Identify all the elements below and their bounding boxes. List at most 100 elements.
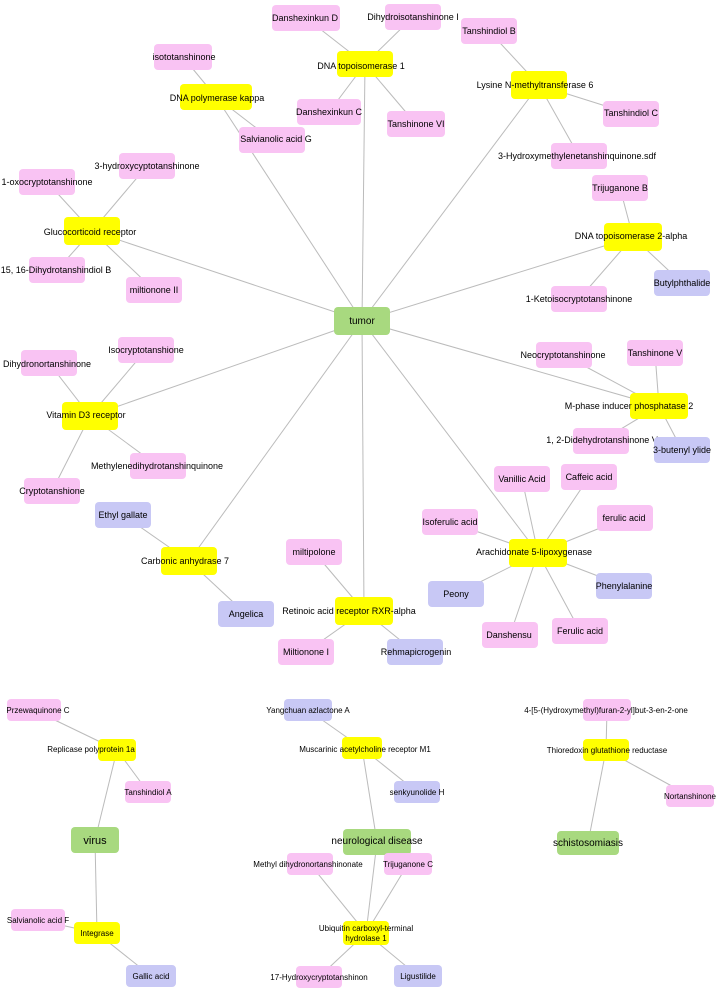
ingredient-box — [278, 639, 334, 665]
node-target-t_gluco[interactable]: Glucocorticoid receptor — [44, 217, 137, 245]
node-ingredient-c_salg[interactable]: Salvianolic acid G — [239, 127, 312, 153]
node-herb-h_senky[interactable]: senkyunolide H — [390, 781, 445, 803]
edge-tumor-t_carbonic — [188, 320, 363, 562]
ingredient-box — [552, 618, 608, 644]
node-ingredient-c_isoferulic[interactable]: Isoferulic acid — [422, 509, 478, 535]
node-herb-h_gallic[interactable]: Gallic acid — [126, 965, 176, 987]
node-target-t_thio[interactable]: Thioredoxin glutathione reductase — [547, 739, 668, 761]
node-target-t_topo2[interactable]: DNA topoisomerase 2-alpha — [575, 223, 688, 251]
ingredient-label: Tanshindiol C — [604, 108, 659, 118]
node-ingredient-c_trijB[interactable]: Trijuganone B — [592, 175, 648, 201]
node-ingredient-c_dihydronor[interactable]: Dihydronortanshinone — [3, 350, 91, 376]
node-ingredient-c_1oxo[interactable]: 1-oxocryptotanshinone — [1, 169, 93, 195]
disease-box — [334, 307, 390, 335]
node-ingredient-c_1516[interactable]: 15, 16-Dihydrotanshindiol B — [1, 257, 112, 283]
node-herb-h_ethyl[interactable]: Ethyl gallate — [95, 502, 151, 528]
disease-label: schistosomiasis — [553, 838, 623, 849]
node-ingredient-c_12dihydro[interactable]: 1, 2-Didehydrotanshinone V — [546, 428, 658, 454]
target-label: DNA topoisomerase 1 — [317, 61, 405, 71]
node-ingredient-c_tanC[interactable]: Tanshindiol C — [603, 101, 659, 127]
herb-box — [394, 781, 440, 803]
node-ingredient-c_1keto[interactable]: 1-Ketoisocryptotanshinone — [526, 286, 633, 312]
node-ingredient-c_crypto[interactable]: Cryptotanshione — [19, 478, 85, 504]
ingredient-box — [573, 428, 629, 454]
target-box — [511, 71, 567, 99]
node-disease-tumor[interactable]: tumor — [334, 307, 390, 335]
node-ingredient-c_methyldihydro[interactable]: Methyl dihydronortanshinonate — [253, 853, 363, 875]
node-ingredient-c_dansC[interactable]: Danshexinkun C — [296, 99, 363, 125]
node-ingredient-c_nortan[interactable]: Nortanshinone — [664, 785, 716, 807]
node-target-t_lysine[interactable]: Lysine N-methyltransferase 6 — [477, 71, 594, 99]
herb-label: Butylphthalide — [654, 278, 711, 288]
node-target-t_vitd[interactable]: Vitamin D3 receptor — [46, 402, 126, 430]
ingredient-label: Danshensu — [486, 630, 532, 640]
node-target-t_integrase[interactable]: Integrase — [74, 922, 120, 944]
disease-label: virus — [83, 835, 107, 847]
node-ingredient-c_furan[interactable]: 4-[5-(Hydroxymethyl)furan-2-yl]but-3-en-… — [524, 699, 688, 721]
node-ingredient-c_17hydroxy[interactable]: 17-Hydroxycryptotanshinon — [270, 966, 368, 988]
ingredient-label: Nortanshinone — [664, 792, 716, 801]
node-herb-h_butyl[interactable]: Butylphthalide — [654, 270, 711, 296]
node-ingredient-c_tanB[interactable]: Tanshindiol B — [461, 18, 517, 44]
node-target-t_rxr[interactable]: Retinoic acid receptor RXR-alpha — [282, 597, 416, 625]
node-disease-virus[interactable]: virus — [71, 827, 119, 853]
node-ingredient-c_vanillic[interactable]: Vanillic Acid — [494, 466, 550, 492]
target-label: Vitamin D3 receptor — [46, 410, 125, 420]
node-ingredient-c_caffeic[interactable]: Caffeic acid — [561, 464, 617, 490]
node-ingredient-c_isoto[interactable]: isototanshinone — [152, 44, 216, 70]
ingredient-box — [494, 466, 550, 492]
node-ingredient-c_danshensu[interactable]: Danshensu — [482, 622, 538, 648]
node-herb-h_yangchuan[interactable]: Yangchuan azlactone A — [266, 699, 350, 721]
node-ingredient-c_miltipolone[interactable]: miltipolone — [286, 539, 342, 565]
node-ingredient-c_przew[interactable]: Przewaquinone C — [6, 699, 70, 721]
node-ingredient-c_3hme[interactable]: 3-Hydroxymethylenetanshinquinone.sdf — [498, 143, 657, 169]
node-ingredient-c_dihydroI[interactable]: Dihydroisotanshinone I — [367, 4, 459, 30]
node-ingredient-c_tanVI[interactable]: Tanshinone VI — [387, 111, 445, 137]
node-herb-h_angelica[interactable]: Angelica — [218, 601, 274, 627]
node-target-t_replicase[interactable]: Replicase polyprotein 1a — [47, 739, 136, 761]
node-target-t_arach[interactable]: Arachidonate 5-lipoxygenase — [476, 539, 592, 567]
ingredient-label: Trijuganone B — [592, 183, 648, 193]
ingredient-label: 4-[5-(Hydroxymethyl)furan-2-yl]but-3-en-… — [524, 706, 688, 715]
node-ingredient-c_ferulic_l[interactable]: ferulic acid — [597, 505, 653, 531]
node-ingredient-c_3hc[interactable]: 3-hydroxycyptotanshinone — [94, 153, 200, 179]
node-ingredient-c_trijC[interactable]: Trijuganone C — [383, 853, 433, 875]
node-ingredient-c_dansD[interactable]: Danshexinkun D — [272, 5, 340, 31]
node-disease-neuro[interactable]: neurological disease — [331, 829, 423, 855]
ingredient-box — [385, 4, 441, 30]
node-ingredient-c_milII[interactable]: miltionone II — [126, 277, 182, 303]
node-target-t_carbonic[interactable]: Carbonic anhydrase 7 — [141, 547, 229, 575]
node-ingredient-c_methylene[interactable]: Methylenedihydrotanshinquinone — [91, 453, 223, 479]
node-herb-h_3but[interactable]: 3-butenyl ylide — [653, 437, 711, 463]
node-target-t_muscarinic[interactable]: Muscarinic acetylcholine receptor M1 — [299, 737, 431, 759]
ingredient-box — [561, 464, 617, 490]
node-target-t_mphase[interactable]: M-phase inducer phosphatase 2 — [565, 393, 694, 419]
node-herb-h_phenyl[interactable]: Phenylalanine — [596, 573, 653, 599]
target-label: Retinoic acid receptor RXR-alpha — [282, 606, 416, 616]
target-box — [583, 739, 629, 761]
node-target-t_topo1[interactable]: DNA topoisomerase 1 — [317, 51, 405, 77]
node-ingredient-c_tanA[interactable]: Tanshindiol A — [124, 781, 172, 803]
node-ingredient-c_tanV[interactable]: Tanshinone V — [627, 340, 683, 366]
ingredient-label: 1, 2-Didehydrotanshinone V — [546, 435, 658, 445]
node-ingredient-c_ferulic_u[interactable]: Ferulic acid — [552, 618, 608, 644]
target-label: Carbonic anhydrase 7 — [141, 556, 229, 566]
node-ingredient-c_isocrypt[interactable]: Isocryptotanshione — [108, 337, 184, 363]
ingredient-label: Tanshinone V — [628, 348, 683, 358]
ingredient-label: Ferulic acid — [557, 626, 603, 636]
node-target-t_dnapk[interactable]: DNA polymerase kappa — [170, 84, 265, 110]
node-ingredient-c_salF[interactable]: Salvianolic acid F — [7, 909, 69, 931]
node-disease-schisto[interactable]: schistosomiasis — [553, 831, 623, 855]
target-label: M-phase inducer phosphatase 2 — [565, 401, 694, 411]
node-herb-h_rehma[interactable]: Rehmapicrogenin — [381, 639, 452, 665]
node-herb-h_peony[interactable]: Peony — [428, 581, 484, 607]
node-ingredient-c_neocrypt[interactable]: Neocryptotanshinone — [520, 342, 606, 368]
herb-box — [218, 601, 274, 627]
node-herb-h_ligustilide[interactable]: Ligustilide — [394, 965, 442, 987]
ingredient-label: Vanillic Acid — [498, 474, 545, 484]
herb-label: 3-butenyl ylide — [653, 445, 711, 455]
edge-tumor-t_arach — [361, 320, 539, 554]
node-ingredient-c_miltionoI[interactable]: Miltionone I — [278, 639, 334, 665]
